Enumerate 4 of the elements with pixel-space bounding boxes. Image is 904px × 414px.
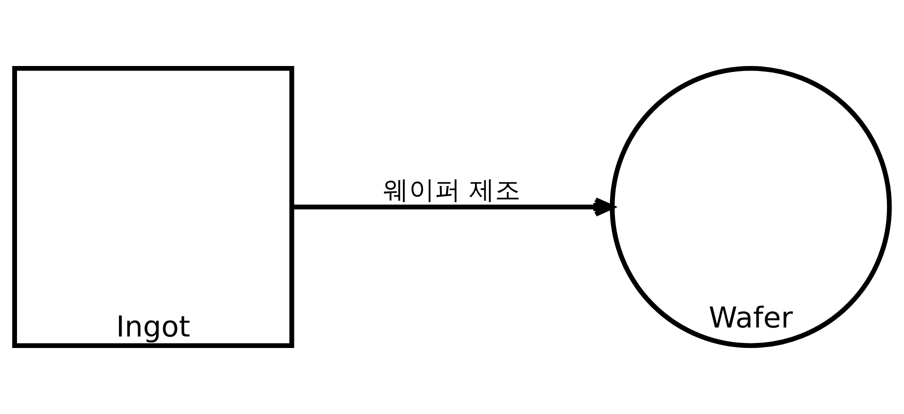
node-box: Ingot xyxy=(12,66,294,348)
arrow xyxy=(292,197,614,217)
edge-label: 웨이퍼 제조 xyxy=(382,176,522,206)
node-circle: Wafer xyxy=(610,66,892,348)
